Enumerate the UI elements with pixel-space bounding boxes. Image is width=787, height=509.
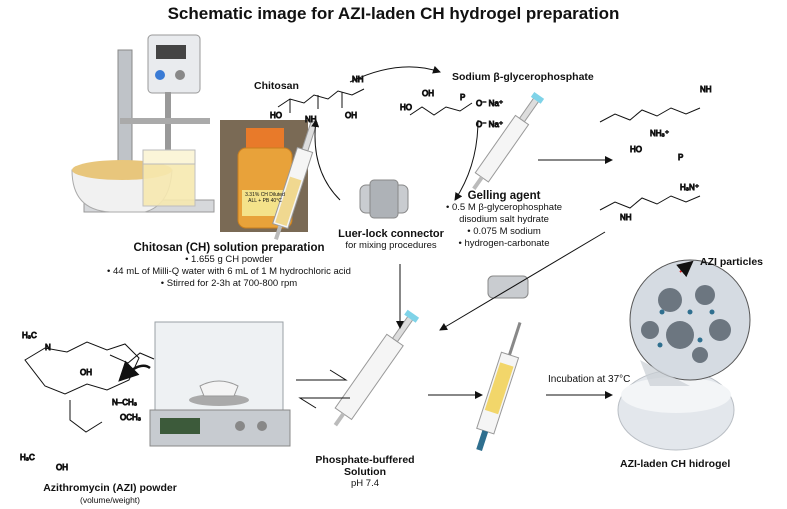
gelling-agent-heading: Gelling agent [467,190,541,202]
svg-text:NH: NH [700,85,712,94]
svg-text:H₃C: H₃C [22,331,37,340]
svg-text:OCH₃: OCH₃ [120,413,141,422]
gelling-agent-item: 0.075 M sodium [434,226,574,238]
magnetic-stirrer [71,34,215,213]
luer-lock-block: Luer-lock connector for mixing procedure… [332,228,450,252]
analytical-balance [149,321,291,447]
svg-text:P: P [460,93,465,102]
svg-text:OH: OH [345,111,357,120]
svg-text:NH₃⁺: NH₃⁺ [650,129,669,138]
svg-text:OH: OH [56,463,68,472]
svg-text:NH: NH [305,115,317,124]
azithromycin-heading: Azithromycin (AZI) powder [43,482,177,494]
pbs-heading-2: Solution [344,466,386,478]
chitosan-structure: HO NH NH OH [270,75,365,125]
svg-text:HO: HO [400,103,412,112]
luer-lock-sub: for mixing procedures [345,240,437,251]
chitosan-step: Stirred for 2-3h at 700-800 rpm [104,278,354,290]
svg-text:H₃N⁺: H₃N⁺ [680,183,699,192]
chitosan-prep-heading: Chitosan (CH) solution preparation [133,242,325,254]
process-arrows [118,65,613,409]
bottle-label-line: 3.31% CH Diluted [245,192,285,198]
pbs-block: Phosphate-buffered Solution pH 7.4 [305,454,425,490]
chitosan-step: 1.655 g CH powder [104,254,354,266]
chitosan-step: 44 mL of Milli-Q water with 6 mL of 1 M … [104,266,354,278]
svg-text:OH: OH [80,368,92,377]
pbs-heading-1: Phosphate-buffered [315,454,415,466]
svg-text:H₃C: H₃C [20,453,35,462]
gelling-agent-item: hydrogen-carbonate [434,238,574,250]
svg-text:OH: OH [422,89,434,98]
luer-lock-heading: Luer-lock connector [338,228,444,240]
svg-text:O⁻ Na⁺: O⁻ Na⁺ [476,120,503,129]
chitosan-label: Chitosan [254,80,299,92]
syringe-loaded [476,322,522,452]
svg-text:P: P [678,153,683,162]
azithromycin-block: Azithromycin (AZI) powder (volume/weight… [30,482,190,506]
incubation-label: Incubation at 37°C [548,374,631,385]
syringe-gelling [472,91,545,190]
svg-text:HO: HO [630,145,642,154]
hydrogel-graphic [617,369,735,451]
glycerophosphate-label: Sodium β-glycerophosphate [452,71,594,83]
svg-text:N: N [45,343,51,352]
luer-lock-graphic [359,179,529,299]
page-title: Schematic image for AZI-laden CH hydroge… [167,4,620,23]
bottle-label-line: ALL + PB 40°C [248,198,282,204]
gelling-agent-block: Gelling agent 0.5 M β-glycerophosphate d… [434,190,574,250]
svg-text:HO: HO [270,111,282,120]
syringe-pbs [333,309,420,427]
chitosan-prep-block: Chitosan (CH) solution preparation 1.655… [104,242,354,290]
azi-particles-label: AZI particles [700,256,764,268]
svg-text:NH: NH [620,213,632,222]
svg-text:N–CH₃: N–CH₃ [112,398,137,407]
porous-magnification [629,259,751,386]
svg-text:NH: NH [352,75,364,84]
azithromycin-sub: (volume/weight) [80,495,140,505]
svg-text:O⁻ Na⁺: O⁻ Na⁺ [476,99,503,108]
pbs-sub: pH 7.4 [351,478,379,489]
bottle-label: 3.31% CH Diluted ALL + PB 40°C [238,192,292,204]
syringe-left [272,119,318,241]
hydrogel-label: AZI-laden CH hidrogel [620,458,731,470]
network-structure: HO P NH₃⁺ H₃N⁺ NH NH [599,85,712,223]
gelling-agent-item: 0.5 M β-glycerophosphate disodium salt h… [434,202,574,226]
azithromycin-structure: H₃C N N–CH₃ OCH₃ H₃C OH OH [20,331,155,473]
glycerophosphate-structure: HO OH P O⁻ Na⁺ O⁻ Na⁺ [400,89,504,130]
